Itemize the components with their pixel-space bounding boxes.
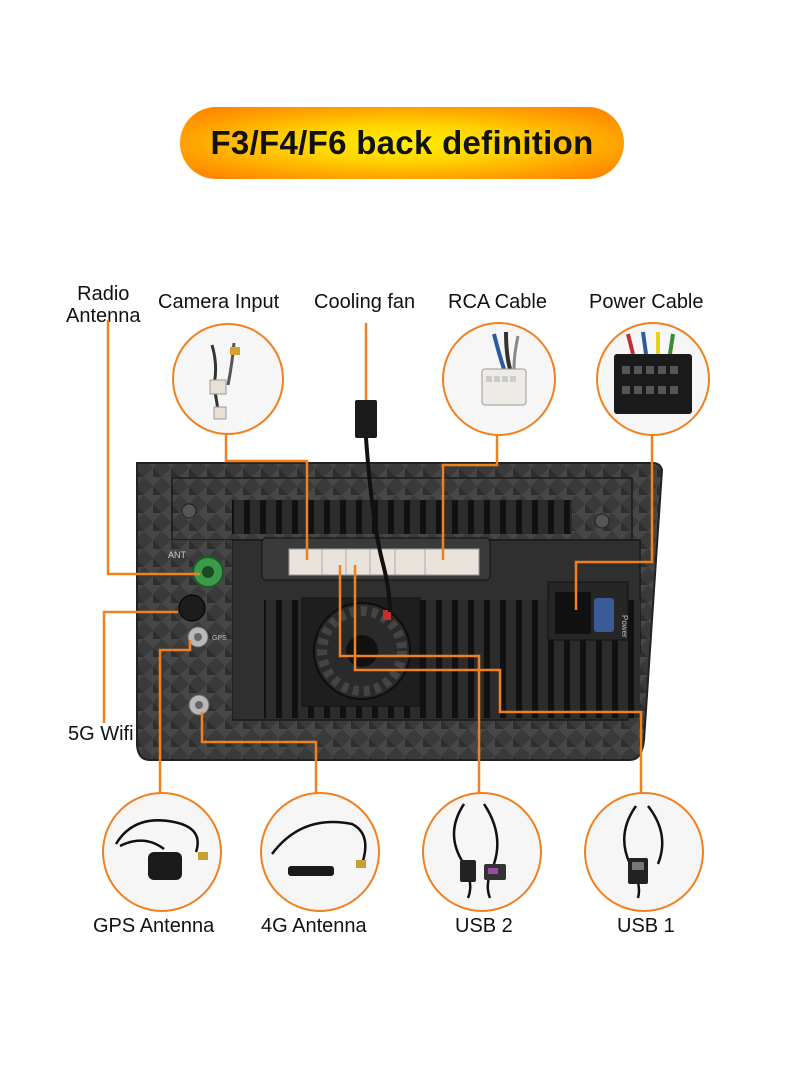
cooling-fan-housing [301, 597, 421, 707]
label-radio-antenna: Radio Antenna [66, 283, 141, 327]
label-4g-antenna: 4G Antenna [261, 915, 367, 937]
leader-lines [102, 320, 654, 793]
label-rca-cable: RCA Cable [448, 291, 547, 313]
wifi-5g-port [178, 594, 206, 622]
label-cooling-fan: Cooling fan [314, 291, 416, 313]
label-usb1: USB 1 [617, 915, 675, 937]
4g-antenna-photo [260, 792, 380, 912]
label-power-cable: Power Cable [589, 291, 704, 313]
label-gps-antenna: GPS Antenna [93, 915, 215, 937]
ant-marking: ANT [168, 550, 187, 560]
title-banner: F3/F4/F6 back definition [180, 107, 624, 179]
usb2-photo [422, 792, 542, 912]
antenna-ports: ANT GPS [168, 550, 227, 716]
rca-camera-connector-block [261, 537, 491, 581]
rca-cable-photo [442, 322, 556, 436]
camera-input-photo [172, 323, 284, 435]
power-marking: Power [620, 615, 629, 638]
gps-marking: GPS [212, 635, 227, 642]
label-5g-wifi: 5G Wifi [68, 723, 134, 745]
fan-cable [355, 400, 392, 613]
page-title: F3/F4/F6 back definition [210, 124, 594, 161]
power-cable-photo [596, 322, 710, 436]
usb1-photo [584, 792, 704, 912]
power-connector: Power [547, 581, 629, 641]
label-usb2: USB 2 [455, 915, 513, 937]
gps-antenna-photo [102, 792, 222, 912]
label-camera-input: Camera Input [158, 291, 280, 313]
